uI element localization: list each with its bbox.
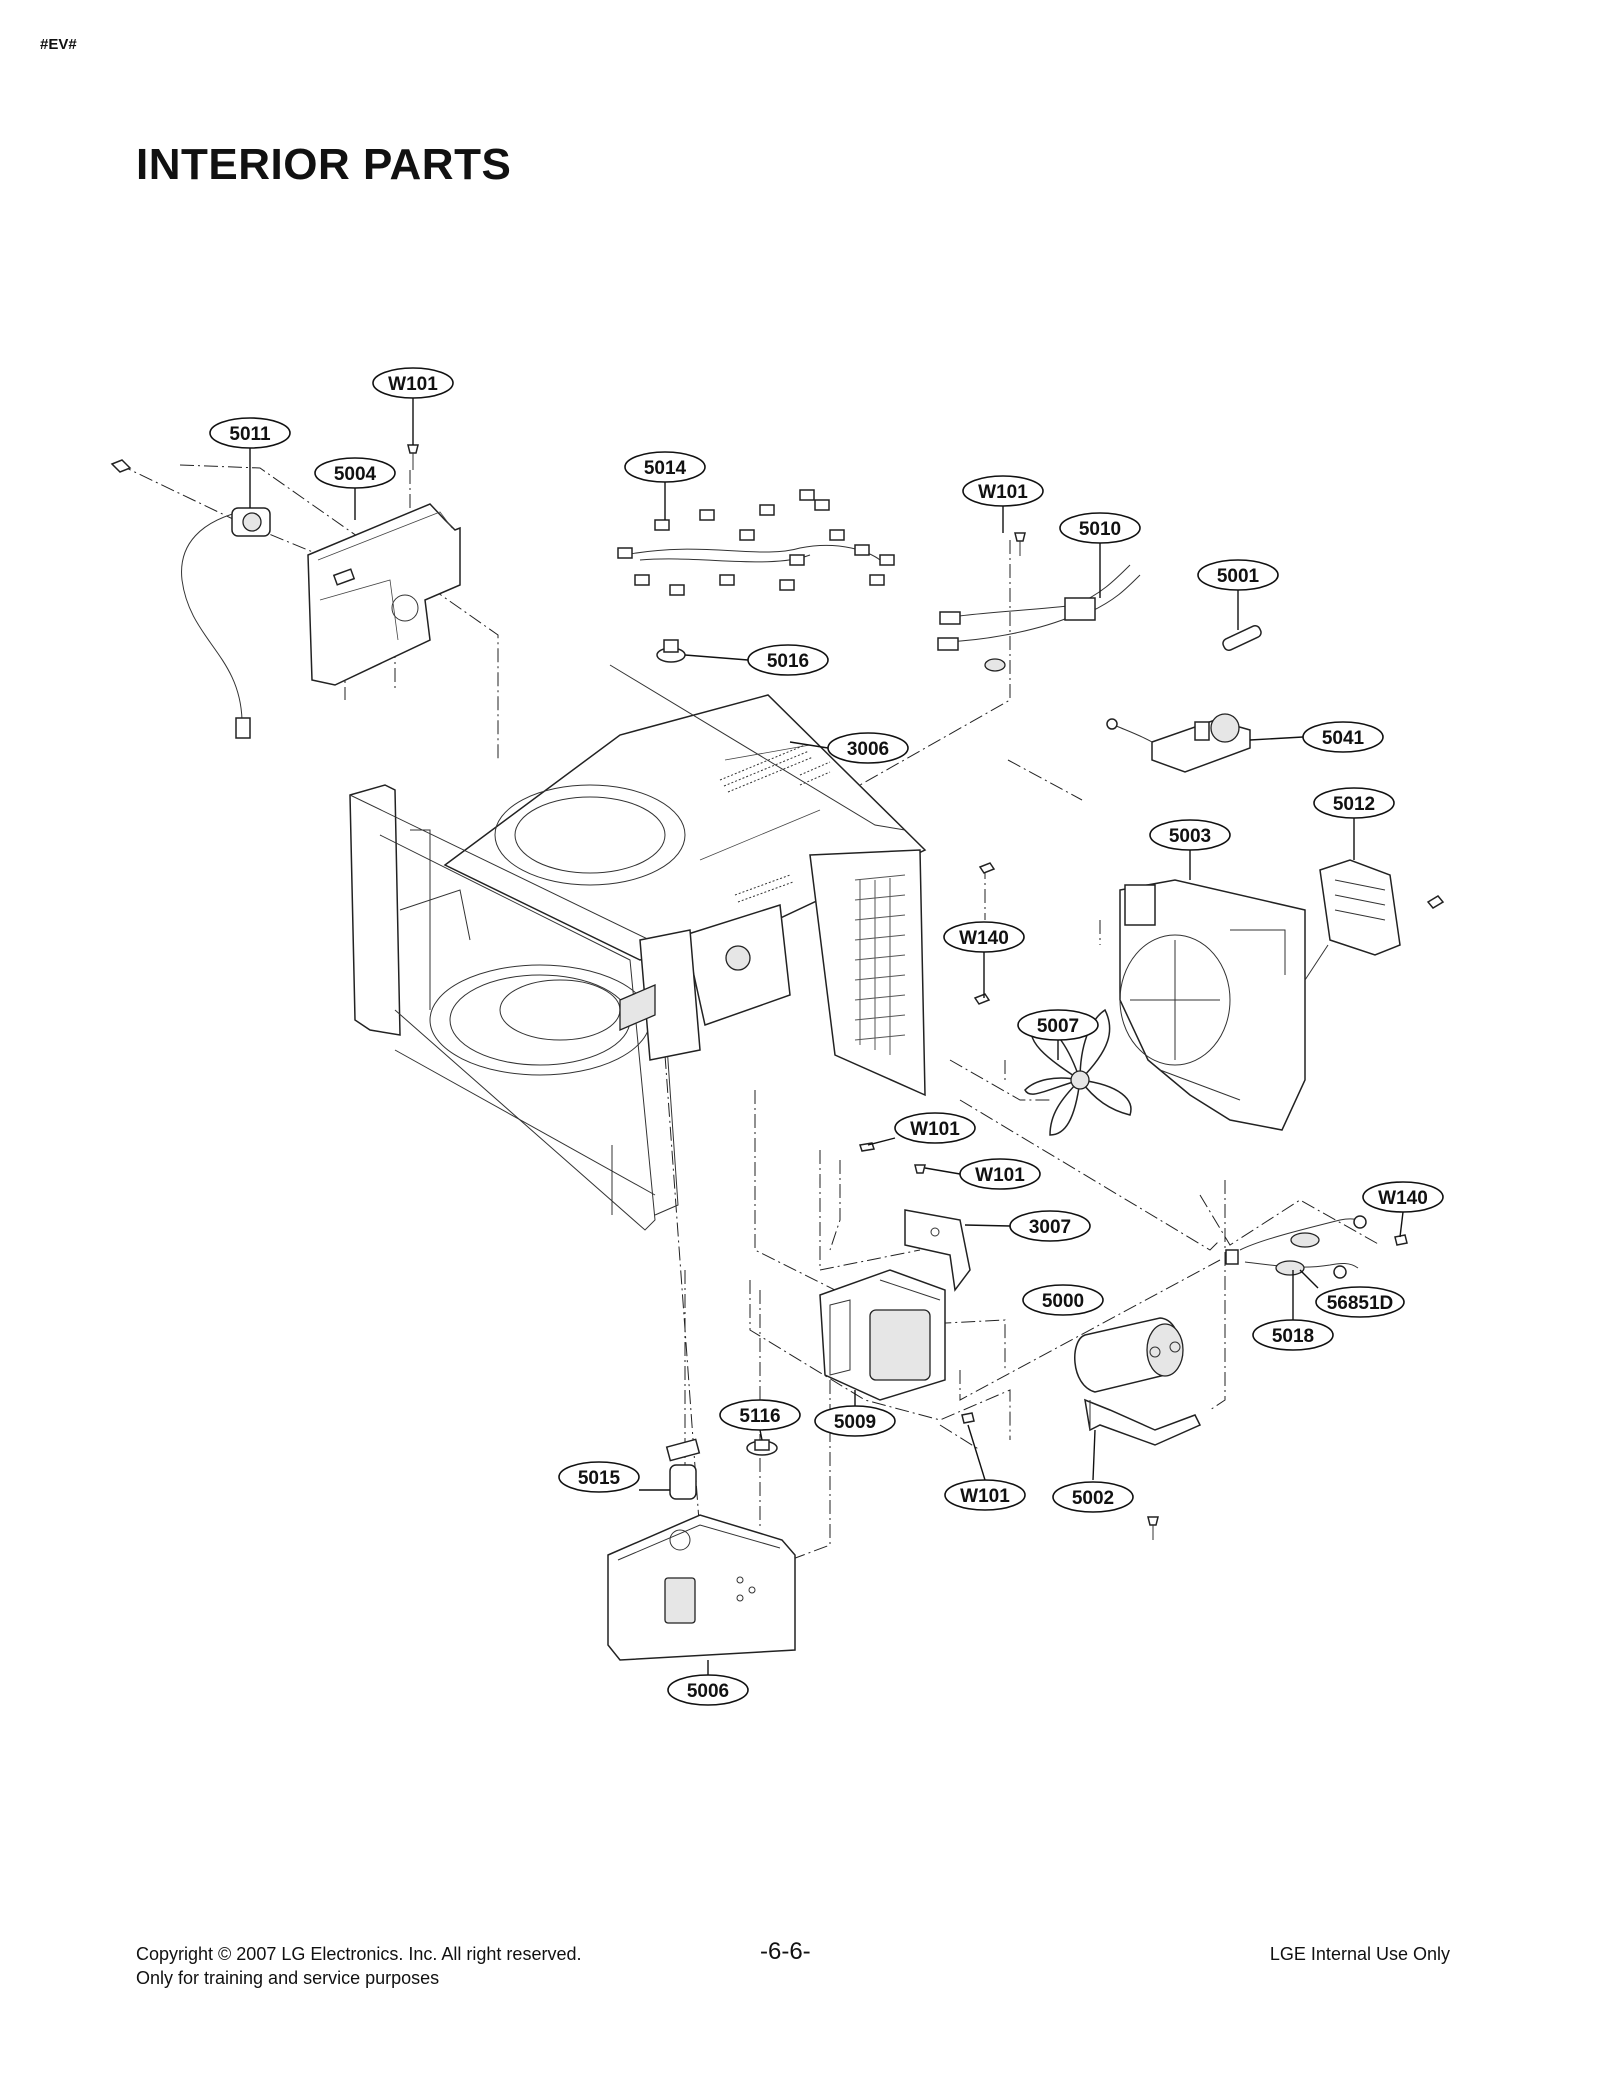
callout-label: 5000 (1042, 1291, 1084, 1312)
callout-5006: 5006 (667, 1674, 749, 1706)
callout-3007: 3007 (1009, 1210, 1091, 1242)
callout-label: 56851D (1327, 1293, 1394, 1314)
callout-5041: 5041 (1302, 721, 1384, 753)
oven-cavity-frame (349, 664, 927, 1231)
fuse (1222, 625, 1262, 651)
diode-assembly (1225, 1215, 1367, 1279)
callout-label: 5006 (687, 1681, 729, 1702)
callout-label: 5015 (578, 1468, 621, 1489)
callout-label: 5009 (834, 1412, 876, 1433)
callout-w101-b: W101 (962, 475, 1044, 507)
callout-label: 5004 (334, 464, 377, 485)
callout-label: 5018 (1272, 1326, 1314, 1347)
callout-5014: 5014 (624, 451, 706, 483)
callout-5009: 5009 (814, 1405, 896, 1437)
callout-label: 3007 (1029, 1217, 1071, 1238)
footer-internal-note: LGE Internal Use Only (1269, 1944, 1450, 1964)
page-title: INTERIOR PARTS (136, 140, 512, 189)
page-number: -6-6- (760, 1938, 811, 1965)
callout-label: 5041 (1322, 728, 1365, 749)
footer-usage-note: Only for training and service purposes (136, 1968, 440, 1988)
noise-filter-board (1106, 713, 1251, 773)
callout-5004: 5004 (314, 457, 396, 489)
callout-5002: 5002 (1052, 1481, 1134, 1513)
callout-label: 5001 (1217, 566, 1260, 587)
callout-label: W101 (975, 1165, 1025, 1186)
callout-5010: 5010 (1059, 512, 1141, 544)
magnetron (819, 1269, 946, 1401)
callout-label: W140 (959, 928, 1009, 949)
footer-copyright: Copyright © 2007 LG Electronics. Inc. Al… (136, 1944, 582, 1964)
callout-56851d: 56851D (1315, 1286, 1405, 1318)
callout-5001: 5001 (1197, 559, 1279, 591)
callout-label: 5012 (1333, 794, 1375, 815)
callout-5018: 5018 (1252, 1319, 1334, 1351)
callout-label: W101 (910, 1119, 960, 1140)
callout-3006: 3006 (827, 732, 909, 764)
callout-label: 5002 (1072, 1488, 1114, 1509)
callout-5003: 5003 (1149, 819, 1231, 851)
callout-label: W140 (1378, 1188, 1428, 1209)
document-tag: #EV# (40, 36, 77, 53)
screws (407, 444, 1408, 1540)
lead-wire-set (937, 564, 1141, 672)
callout-5007: 5007 (1017, 1009, 1099, 1041)
callout-label: W101 (388, 374, 438, 395)
callout-w140-a: W140 (943, 921, 1025, 953)
callout-label: 5116 (739, 1406, 780, 1427)
callout-label: 5007 (1037, 1016, 1079, 1037)
callout-5012: 5012 (1313, 787, 1395, 819)
callout-w101-d: W101 (959, 1158, 1041, 1190)
leader-lines (249, 398, 1404, 1675)
magnetron-bracket (904, 1209, 971, 1292)
callout-5015: 5015 (558, 1461, 640, 1493)
callout-w101-e: W101 (944, 1479, 1026, 1511)
callout-5016: 5016 (747, 644, 829, 676)
fan-motor (1304, 859, 1445, 981)
callout-label: 5011 (229, 424, 271, 445)
callout-w101-top: W101 (372, 367, 454, 399)
capacitor-bracket (1084, 1398, 1202, 1446)
callout-w140-b: W140 (1362, 1181, 1444, 1213)
callout-label: W101 (960, 1486, 1010, 1507)
callout-label: 5003 (1169, 826, 1211, 847)
callout-label: W101 (978, 482, 1028, 503)
callout-5000: 5000 (1022, 1284, 1104, 1316)
waveguide-base (607, 1514, 796, 1661)
wire-harness (617, 489, 895, 596)
callout-label: 5010 (1079, 519, 1121, 540)
callout-label: 3006 (847, 739, 889, 760)
callout-5011: 5011 (209, 417, 291, 449)
callout-label: 5014 (644, 458, 687, 479)
cover-panel (307, 503, 461, 686)
capacitor (1074, 1317, 1184, 1393)
thermistor-assembly (110, 459, 271, 739)
callout-label: 5016 (767, 651, 809, 672)
callout-w101-c: W101 (894, 1112, 976, 1144)
thermal-parts (665, 1438, 778, 1500)
callout-5116: 5116 (719, 1399, 801, 1431)
fan-bracket (1119, 879, 1306, 1131)
